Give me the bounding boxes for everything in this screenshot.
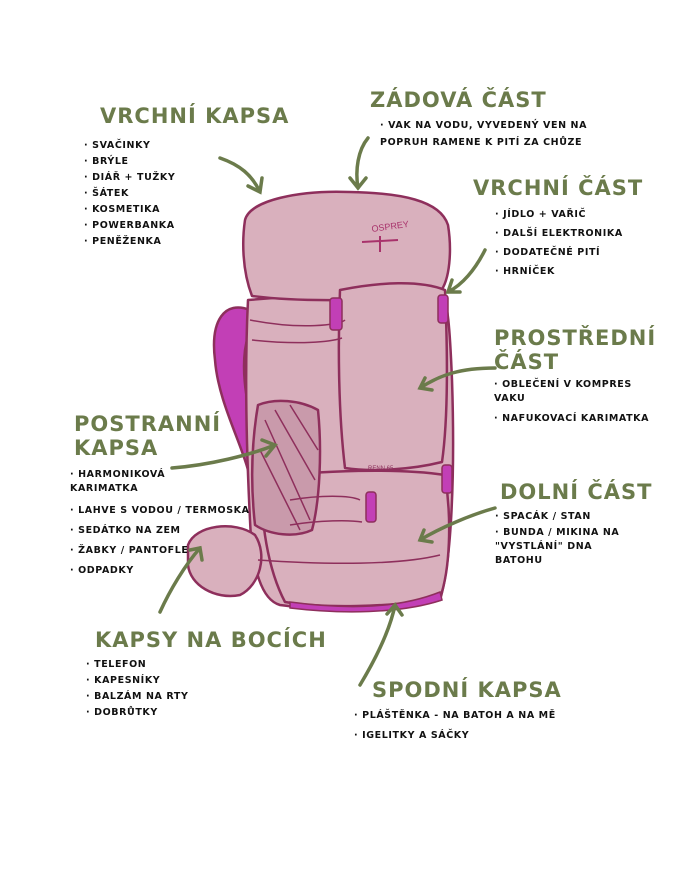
section-title: Postranní kapsa (74, 412, 222, 460)
item-list: Pláštěnka - na batoh a na mě Igelitky a … (354, 706, 556, 746)
list-item: Igelitky a sáčky (354, 726, 556, 746)
item-list: Telefon Kapesníky Balzám na rty Dobrůtky (86, 657, 188, 721)
list-item: Svačinky (84, 138, 175, 154)
arrow-zadova-cast (348, 136, 370, 191)
list-item: Sedátko na zem (70, 521, 190, 541)
list-item: Nafukovací karimatka (494, 411, 648, 427)
list-item: Powerbanka (84, 218, 175, 234)
list-item: Kosmetika (84, 202, 175, 218)
item-list: Svačinky Brýle Diář + tužky Šátek Kosmet… (84, 138, 175, 250)
section-title: Dolní část (500, 480, 653, 504)
list-item: Balzám na rty (86, 689, 188, 705)
list-item: Žabky / pantofle (70, 541, 190, 561)
section-title: Zádová část (370, 88, 547, 112)
section-title: Prostřední část (494, 326, 657, 374)
section-title: Vrchní část (473, 176, 644, 200)
list-item: Lahve s vodou / termoska (70, 501, 249, 521)
list-item: Jídlo + vařič (495, 205, 623, 224)
list-item: Harmoniková karimatka (70, 468, 190, 496)
arrow-spodni-kapsa (358, 602, 404, 687)
arrow-prostredni-cast (417, 366, 497, 392)
list-item: Dobrůtky (86, 705, 188, 721)
list-item: Bunda / mikina na "vystlání" dna batohu (495, 526, 630, 568)
front-panel (337, 281, 449, 472)
list-item: Šátek (84, 186, 175, 202)
list-item: Spacák / stan (495, 508, 630, 526)
hip-belt-pocket (186, 525, 263, 598)
item-list: Vak na vodu, vyvedený ven na popruh rame… (380, 117, 595, 156)
list-item: Hrníček (495, 262, 623, 281)
item-list: Spacák / stan Bunda / mikina na "vystlán… (495, 508, 630, 573)
arrow-dolni-cast (417, 506, 497, 544)
list-item: Vak na vodu, vyvedený ven na popruh rame… (380, 117, 595, 151)
arrow-vrchni-kapsa (218, 156, 264, 195)
item-list: Oblečení v kompres vaku Nafukovací karim… (494, 378, 648, 427)
list-item: Peněženka (84, 234, 175, 250)
item-list: Harmoniková karimatka Lahve s vodou / te… (70, 468, 249, 581)
section-title: Spodní kapsa (372, 678, 562, 702)
list-item: Odpadky (70, 561, 190, 581)
model-label: RENN 65 (368, 466, 394, 472)
list-item: Dodatečné pití (495, 243, 623, 262)
list-item: Telefon (86, 657, 188, 673)
list-item: Oblečení v kompres vaku (494, 378, 644, 406)
section-title: Kapsy na bocích (95, 628, 327, 652)
list-item: Další elektronika (495, 224, 623, 243)
top-lid (242, 190, 452, 302)
arrow-postranni-kapsa (170, 438, 278, 470)
list-item: Diář + tužky (84, 170, 175, 186)
list-item: Brýle (84, 154, 175, 170)
item-list: Jídlo + vařič Další elektronika Dodatečn… (495, 205, 623, 281)
list-item: Pláštěnka - na batoh a na mě (354, 706, 556, 726)
arrow-vrchni-cast (445, 248, 487, 294)
list-item: Kapesníky (86, 673, 188, 689)
section-title: Vrchní kapsa (100, 104, 290, 128)
